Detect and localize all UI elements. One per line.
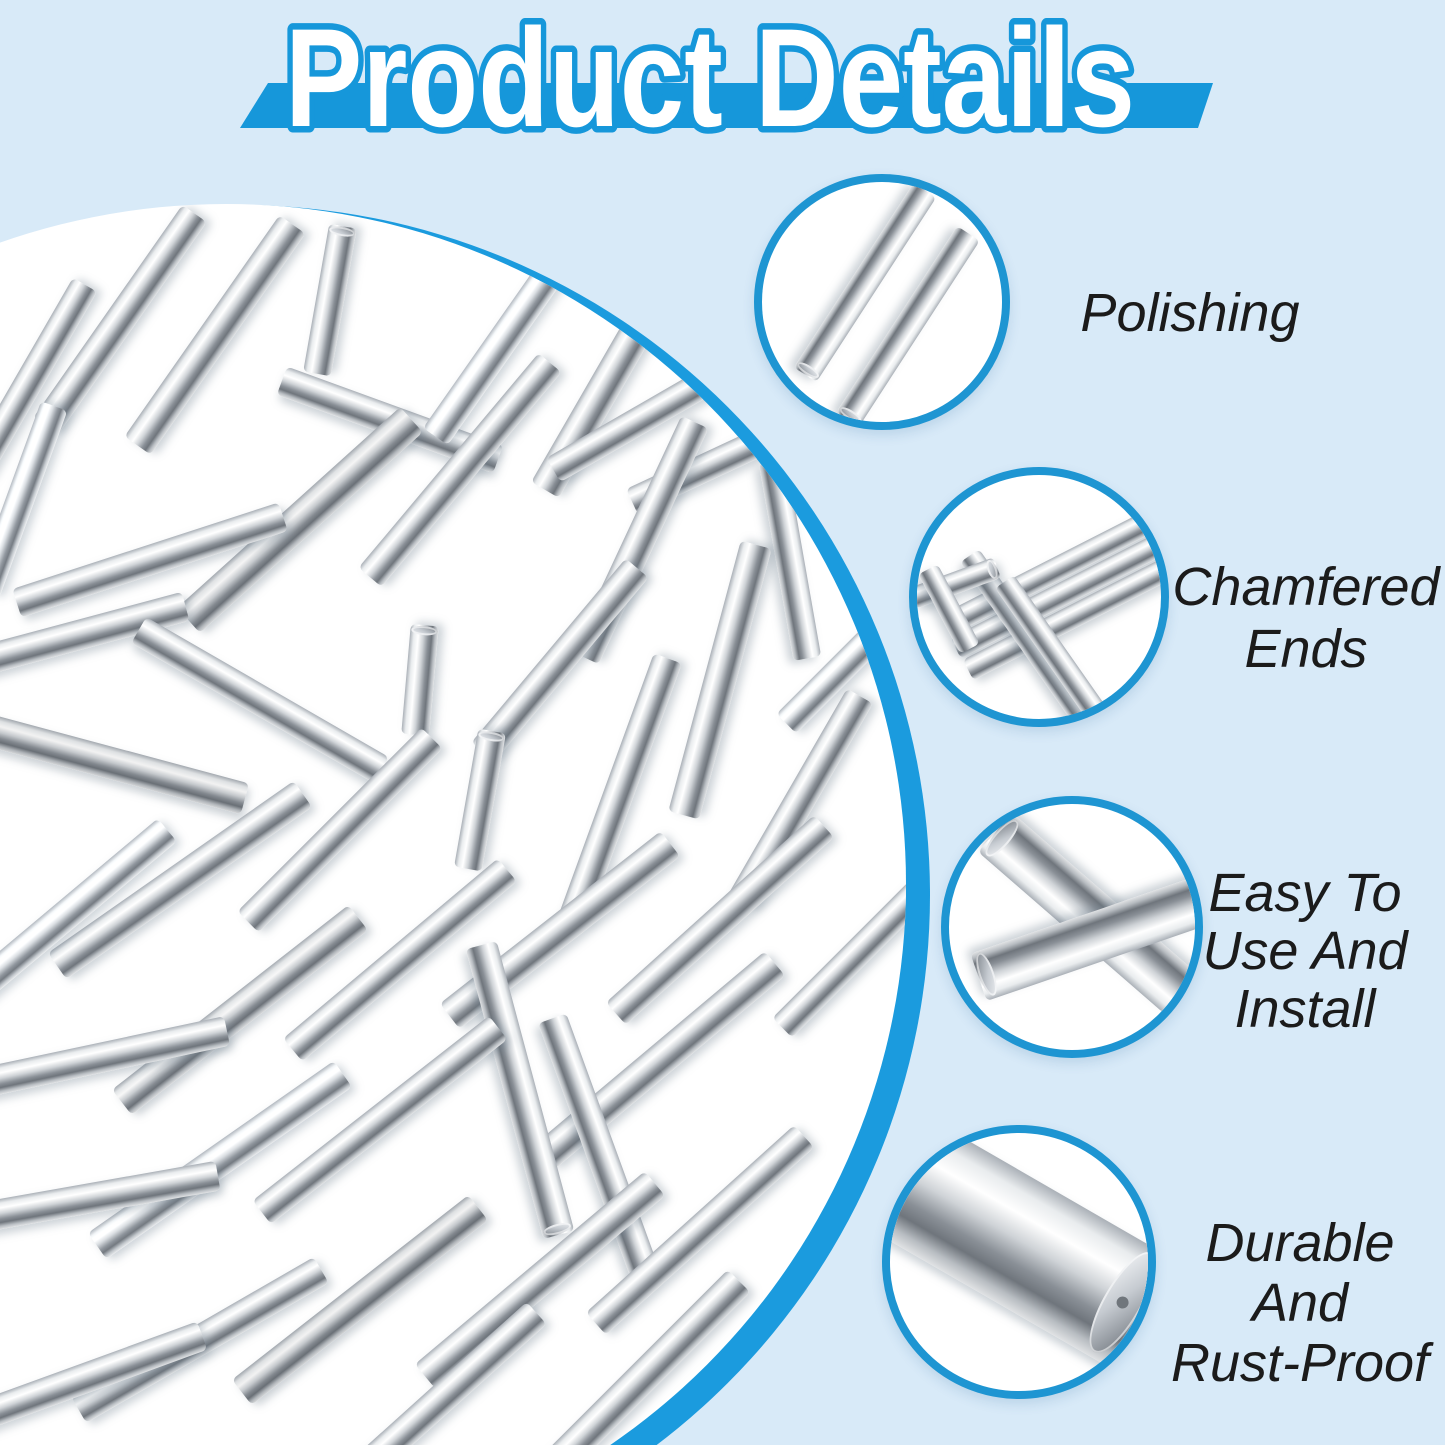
feature-circle-polishing bbox=[754, 174, 1010, 430]
dowel-pin bbox=[465, 940, 575, 1240]
feature-photo-3 bbox=[890, 1133, 1148, 1383]
feature-photo-0 bbox=[762, 182, 994, 422]
dowel-pin bbox=[0, 1321, 208, 1439]
pin-end-face bbox=[411, 625, 438, 637]
label-line: Install bbox=[1234, 979, 1376, 1039]
dowel-pin bbox=[0, 705, 250, 815]
feature-photo-2 bbox=[949, 804, 1195, 1042]
label-line: Easy To bbox=[1208, 863, 1402, 923]
dowel-pin bbox=[303, 223, 357, 377]
pin-end-face bbox=[984, 558, 1000, 581]
feature-label-polishing: Polishing bbox=[1040, 283, 1340, 343]
label-line: Rust-Proof bbox=[1170, 1333, 1430, 1393]
dowel-pin bbox=[131, 617, 389, 783]
pin-end-face bbox=[1077, 1243, 1148, 1362]
feature-circle-easy-install bbox=[941, 796, 1203, 1058]
dowel-pin bbox=[177, 406, 423, 634]
feature-circle-durable bbox=[882, 1125, 1156, 1399]
label-line: And bbox=[1251, 1273, 1349, 1333]
pin-end-face bbox=[980, 815, 1024, 861]
label-line: Durable bbox=[1205, 1213, 1395, 1273]
feature-photo-1 bbox=[917, 475, 1161, 719]
label-line: Chamfered bbox=[1172, 557, 1440, 617]
title-banner bbox=[240, 83, 1213, 128]
pin-end-face bbox=[795, 359, 821, 381]
feature-label-durable: Durable And Rust-Proof bbox=[1148, 1213, 1445, 1393]
dowel-pin bbox=[668, 540, 772, 820]
pin-end-face bbox=[837, 404, 864, 422]
dowel-pin bbox=[401, 623, 439, 737]
feature-circle-chamfered-ends bbox=[909, 467, 1169, 727]
page-title-text: Product Details bbox=[285, 0, 1135, 156]
label-line: Use And bbox=[1202, 921, 1408, 981]
dowel-pin bbox=[793, 182, 937, 382]
label-line: Ends bbox=[1244, 619, 1368, 679]
pin-end-face bbox=[972, 950, 1002, 999]
dowel-pin bbox=[836, 225, 980, 422]
dowel-pin bbox=[890, 1133, 1148, 1368]
label-line: Polishing bbox=[1080, 283, 1300, 343]
feature-label-chamfered-ends: Chamfered Ends bbox=[1156, 556, 1445, 680]
pin-end-face bbox=[478, 729, 505, 744]
page-title: Product Details bbox=[279, 0, 1142, 163]
feature-label-easy-install: Easy To Use And Install bbox=[1165, 864, 1445, 1038]
pin-end-face bbox=[328, 224, 356, 239]
dowel-pin bbox=[454, 728, 506, 872]
dowel-pin bbox=[772, 862, 906, 1038]
